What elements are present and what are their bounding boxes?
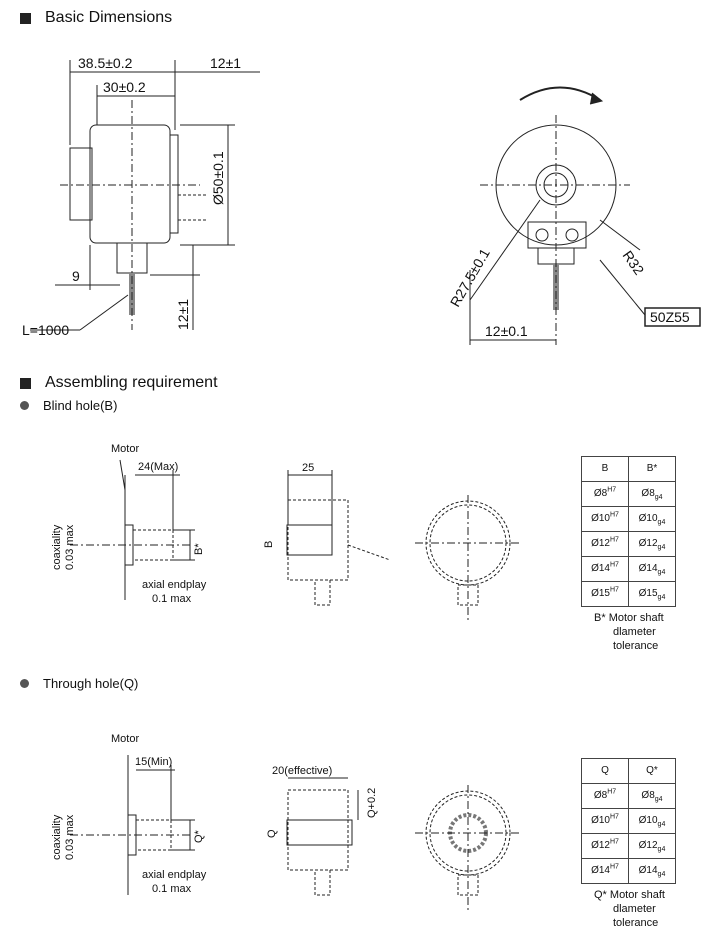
table-cell: Ø10g4 — [628, 808, 676, 834]
heading-assembling: Assembling requirement — [20, 374, 218, 392]
dim-12-bottom: 12±1 — [175, 299, 191, 330]
cable-length: L=1000 — [22, 322, 69, 338]
through-encoder-front — [415, 785, 520, 910]
endplay-value: 0.1 max — [152, 593, 192, 605]
depth-25: 25 — [302, 462, 314, 474]
heading-text: Blind hole(B) — [43, 398, 118, 413]
table-cell: Ø8g4 — [628, 481, 676, 507]
motor-label: Motor — [111, 733, 139, 745]
dim-9: 9 — [72, 268, 80, 284]
max-depth: 24(Max) — [138, 461, 178, 473]
coaxiality-label: coaxiality — [51, 524, 63, 570]
table-cell: Ø10H7 — [581, 506, 629, 532]
heading-blind-hole: Blind hole(B) — [20, 398, 117, 413]
table-cell: Ø8g4 — [628, 783, 676, 809]
model-label: 50Z55 — [650, 309, 690, 325]
min-depth: 15(Min) — [135, 756, 172, 768]
table-cell: Ø14H7 — [581, 858, 629, 884]
coaxiality-label: coaxiality — [51, 814, 63, 860]
header-cell: Q — [581, 758, 629, 784]
circle-bullet-icon — [20, 401, 29, 410]
heading-text: Through hole(Q) — [43, 676, 139, 691]
table-cell: Ø14H7 — [581, 556, 629, 582]
blind-motor-drawing — [70, 459, 195, 600]
header-cell: B — [581, 456, 629, 482]
coaxiality-value: 0.03 max — [64, 524, 76, 570]
table-cell: Ø12g4 — [628, 531, 676, 557]
table-cell: Ø12H7 — [581, 531, 629, 557]
table-cell: Ø14g4 — [628, 556, 676, 582]
side-view-drawing — [30, 60, 260, 331]
b-label: B — [263, 541, 275, 548]
table-cell: Ø10H7 — [581, 808, 629, 834]
front-view-drawing — [469, 86, 701, 345]
heading-basic-dimensions: Basic Dimensions — [20, 9, 172, 27]
dim-12-top: 12±1 — [210, 55, 241, 71]
through-motor-drawing — [70, 755, 195, 895]
q-tolerance: Q+0.2 — [366, 788, 378, 818]
coaxiality-value: 0.03 max — [64, 814, 76, 860]
effective-depth: 20(effective) — [272, 765, 332, 777]
table-cell: Ø8H7 — [581, 481, 629, 507]
blind-encoder-front — [415, 495, 520, 620]
endplay-label: axial endplay — [142, 869, 207, 881]
endplay-value: 0.1 max — [152, 883, 192, 895]
header-cell: B* — [628, 456, 676, 482]
table-cell: Ø15H7 — [581, 581, 629, 607]
header-cell: Q* — [628, 758, 676, 784]
radius-32: R32 — [620, 248, 648, 278]
q-star-label: Q* — [193, 829, 205, 843]
table-cell: Ø15g4 — [628, 581, 676, 607]
dim-diameter-50: Ø50±0.1 — [210, 151, 226, 205]
table-cell: Ø12H7 — [581, 833, 629, 859]
endplay-label: axial endplay — [142, 579, 207, 591]
square-bullet-icon — [20, 12, 31, 24]
table-cell: Ø10g4 — [628, 506, 676, 532]
table-cell: Ø8H7 — [581, 783, 629, 809]
blind-encoder-side — [286, 470, 391, 606]
dim-30: 30±0.2 — [103, 79, 146, 95]
square-bullet-icon — [20, 377, 31, 389]
heading-through-hole: Through hole(Q) — [20, 676, 138, 691]
through-encoder-side — [286, 777, 359, 896]
heading-text: Assembling requirement — [45, 374, 218, 391]
dim-38-5: 38.5±0.2 — [78, 55, 133, 71]
dim-12-front: 12±0.1 — [485, 323, 528, 339]
circle-bullet-icon — [20, 679, 29, 688]
motor-label: Motor — [111, 443, 139, 455]
heading-text: Basic Dimensions — [45, 9, 173, 26]
table-cell: Ø12g4 — [628, 833, 676, 859]
table-cell: Ø14g4 — [628, 858, 676, 884]
q-label: Q — [266, 829, 278, 838]
b-star-label: B* — [193, 543, 205, 555]
